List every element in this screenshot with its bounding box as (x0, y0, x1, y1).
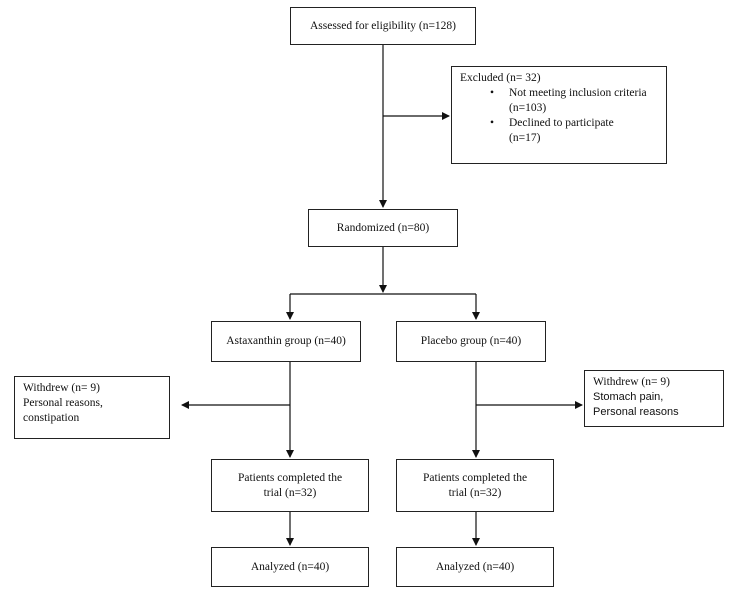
excluded-reason-text: Declined to participate (509, 117, 614, 129)
withdrew-left-reason: Personal reasons, (23, 397, 103, 409)
analyzed-left-label: Analyzed (n=40) (250, 560, 330, 573)
completed-left-box: Patients completed the trial (n=32) (211, 459, 369, 512)
analyzed-right-box: Analyzed (n=40) (396, 547, 554, 587)
withdrew-left-box: Withdrew (n= 9) Personal reasons, consti… (14, 376, 170, 439)
excluded-reason-count: (n=17) (509, 132, 541, 144)
excluded-reason-count: (n=103) (509, 102, 547, 114)
excluded-title: Excluded (n= 32) (460, 72, 541, 84)
withdrew-right-reason: Stomach pain, (593, 391, 664, 403)
astaxanthin-group-label: Astaxanthin group (n=40) (226, 335, 346, 347)
withdrew-left-title: Withdrew (n= 9) (23, 382, 100, 394)
completed-right-text: Patients completed the (422, 471, 528, 484)
excluded-reason-item: Declined to participate (n=17) (460, 116, 658, 146)
excluded-reasons-list: Not meeting inclusion criteria (n=103) D… (460, 86, 658, 146)
randomized-label: Randomized (n=80) (336, 221, 430, 234)
completed-right-box: Patients completed the trial (n=32) (396, 459, 554, 512)
completed-left-text: Patients completed the (237, 471, 343, 484)
placebo-group-box: Placebo group (n=40) (396, 321, 546, 362)
completed-left-count: trial (n=32) (263, 486, 317, 499)
excluded-reason-item: Not meeting inclusion criteria (n=103) (460, 86, 658, 116)
randomized-box: Randomized (n=80) (308, 209, 458, 247)
astaxanthin-group-box: Astaxanthin group (n=40) (211, 321, 361, 362)
withdrew-right-box: Withdrew (n= 9) Stomach pain, Personal r… (584, 370, 724, 427)
withdrew-left-reason: constipation (23, 412, 80, 424)
assessed-label: Assessed for eligibility (n=128) (309, 19, 457, 32)
excluded-reason-text: Not meeting inclusion criteria (509, 87, 647, 99)
completed-right-count: trial (n=32) (448, 486, 502, 499)
assessed-box: Assessed for eligibility (n=128) (290, 7, 476, 45)
excluded-box: Excluded (n= 32) Not meeting inclusion c… (451, 66, 667, 164)
withdrew-right-reason: Personal reasons (593, 406, 679, 418)
analyzed-left-box: Analyzed (n=40) (211, 547, 369, 587)
withdrew-right-title: Withdrew (n= 9) (593, 376, 670, 388)
placebo-group-label: Placebo group (n=40) (420, 335, 522, 347)
analyzed-right-label: Analyzed (n=40) (435, 560, 515, 573)
